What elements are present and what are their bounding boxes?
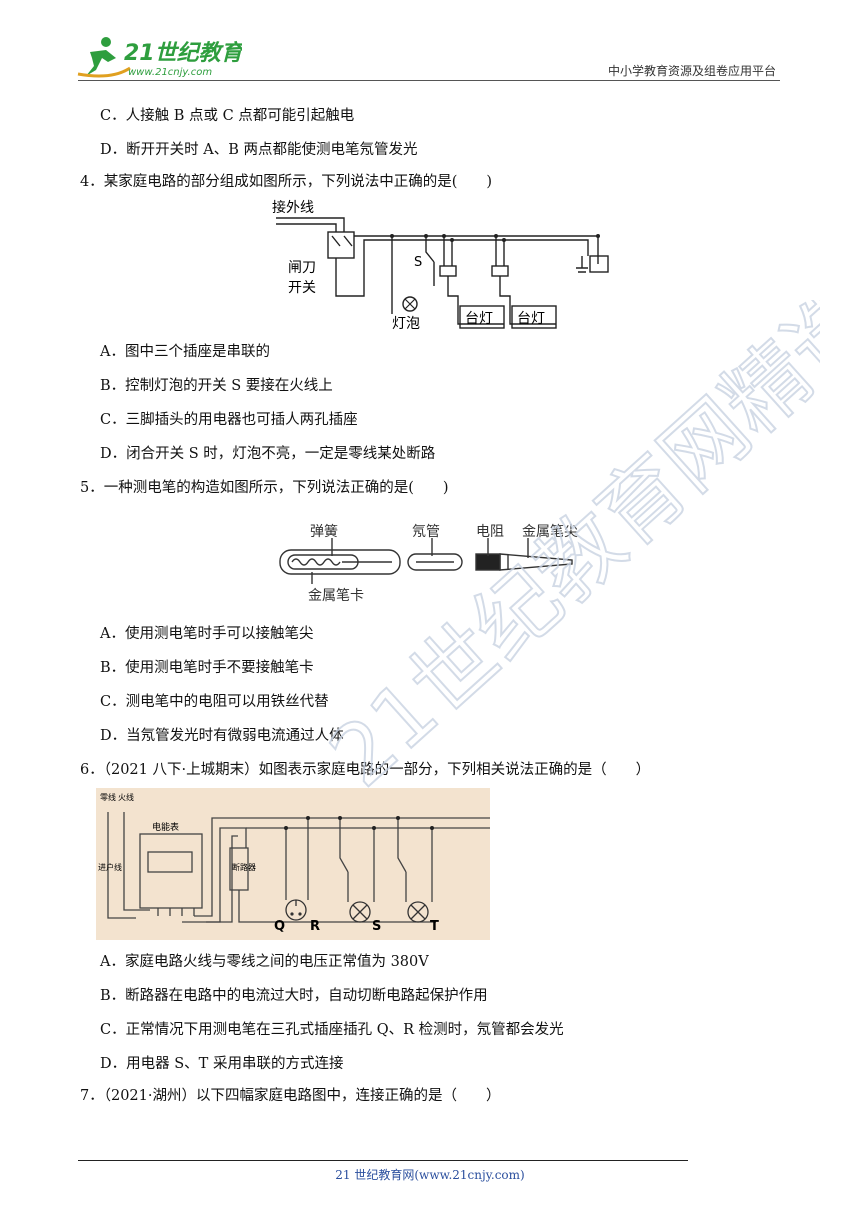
q4-option-a: A．图中三个插座是串联的: [100, 344, 270, 360]
q5-test-pen-figure: 弹簧 氖管 电阻 金属笔尖 金属笔卡: [272, 520, 596, 606]
q6-stem: 6．（2021 八下·上城期末）如图表示家庭电路的一部分，下列相关说法正确的是（…: [80, 762, 651, 778]
runner-logo-icon: [77, 37, 131, 78]
label-entry: 进户线: [98, 862, 122, 872]
label-resistor: 电阻: [476, 524, 504, 540]
lamp-s-icon: [349, 901, 371, 923]
label-supply: 接外线: [272, 199, 314, 216]
label-meter: 电能表: [152, 821, 179, 833]
label-s: S: [414, 255, 422, 270]
q4-option-c: C．三脚插头的用电器也可插人两孔插座: [100, 412, 358, 428]
label-bulb: 灯泡: [392, 316, 420, 332]
q6-circuit-figure: 零线 火线 电能表 断路器 进户线 Q R S T: [96, 788, 490, 940]
label-t: T: [430, 919, 439, 934]
q5-option-d: D．当氖管发光时有微弱电流通过人体: [100, 728, 344, 744]
q6-option-d: D．用电器 S、T 采用串联的方式连接: [100, 1056, 344, 1072]
footer-text[interactable]: 21 世纪教育网(www.21cnjy.com): [335, 1168, 525, 1182]
label-switch-1: 闸刀: [288, 260, 316, 276]
q6-option-a: A．家庭电路火线与零线之间的电压正常值为 380V: [100, 954, 429, 970]
label-live: 火线: [118, 792, 134, 802]
lamp-t-icon: [407, 901, 429, 923]
label-neon-tube: 氖管: [412, 524, 440, 540]
q4-option-d: D．闭合开关 S 时，灯泡不亮，一定是零线某处断路: [100, 446, 436, 462]
q6-option-c: C．正常情况下用测电笔在三孔式插座插孔 Q、R 检测时，氖管都会发光: [100, 1022, 564, 1038]
label-breaker: 断路器: [232, 862, 256, 872]
q7-stem: 7．（2021·湖州）以下四幅家庭电路图中，连接正确的是（ ）: [80, 1088, 501, 1104]
label-s: S: [372, 919, 381, 934]
label-lamp-2: 台灯: [517, 311, 545, 327]
label-switch-2: 开关: [288, 280, 316, 296]
label-neutral: 零线: [100, 792, 116, 802]
logo-text: 21世纪教育: [124, 40, 242, 66]
q5-option-c: C．测电笔中的电阻可以用铁丝代替: [100, 694, 329, 710]
q5-option-b: B．使用测电笔时手不要接触笔卡: [100, 660, 314, 676]
q5-stem: 5．一种测电笔的构造如图所示，下列说法正确的是( ): [80, 480, 449, 496]
header-platform-text: 中小学教育资源及组卷应用平台: [607, 64, 776, 78]
logo-sub-text: www.21cnjy.com: [128, 67, 212, 78]
label-r: R: [310, 919, 320, 934]
q3-option-d: D．断开开关时 A、B 两点都能使测电笔氖管发光: [100, 142, 418, 158]
label-spring: 弹簧: [310, 524, 338, 540]
q4-circuit-figure: 接外线 闸刀 开关 S 灯泡 台灯 台灯: [268, 196, 614, 336]
label-metal-clip: 金属笔卡: [308, 588, 364, 604]
q6-option-b: B．断路器在电路中的电流过大时，自动切断电路起保护作用: [100, 988, 488, 1004]
q4-stem: 4．某家庭电路的部分组成如图所示，下列说法中正确的是( ): [80, 174, 493, 190]
label-metal-tip: 金属笔尖: [522, 524, 578, 540]
label-q: Q: [274, 919, 285, 934]
footer-divider: [78, 1160, 688, 1161]
q5-option-a: A．使用测电笔时手可以接触笔尖: [100, 626, 314, 642]
site-logo: 21世纪教育 www.21cnjy.com: [72, 30, 247, 82]
label-lamp-1: 台灯: [465, 311, 493, 327]
header-divider: [78, 80, 780, 81]
q3-option-c: C．人接触 B 点或 C 点都可能引起触电: [100, 108, 355, 124]
q4-option-b: B．控制灯泡的开关 S 要接在火线上: [100, 378, 333, 394]
